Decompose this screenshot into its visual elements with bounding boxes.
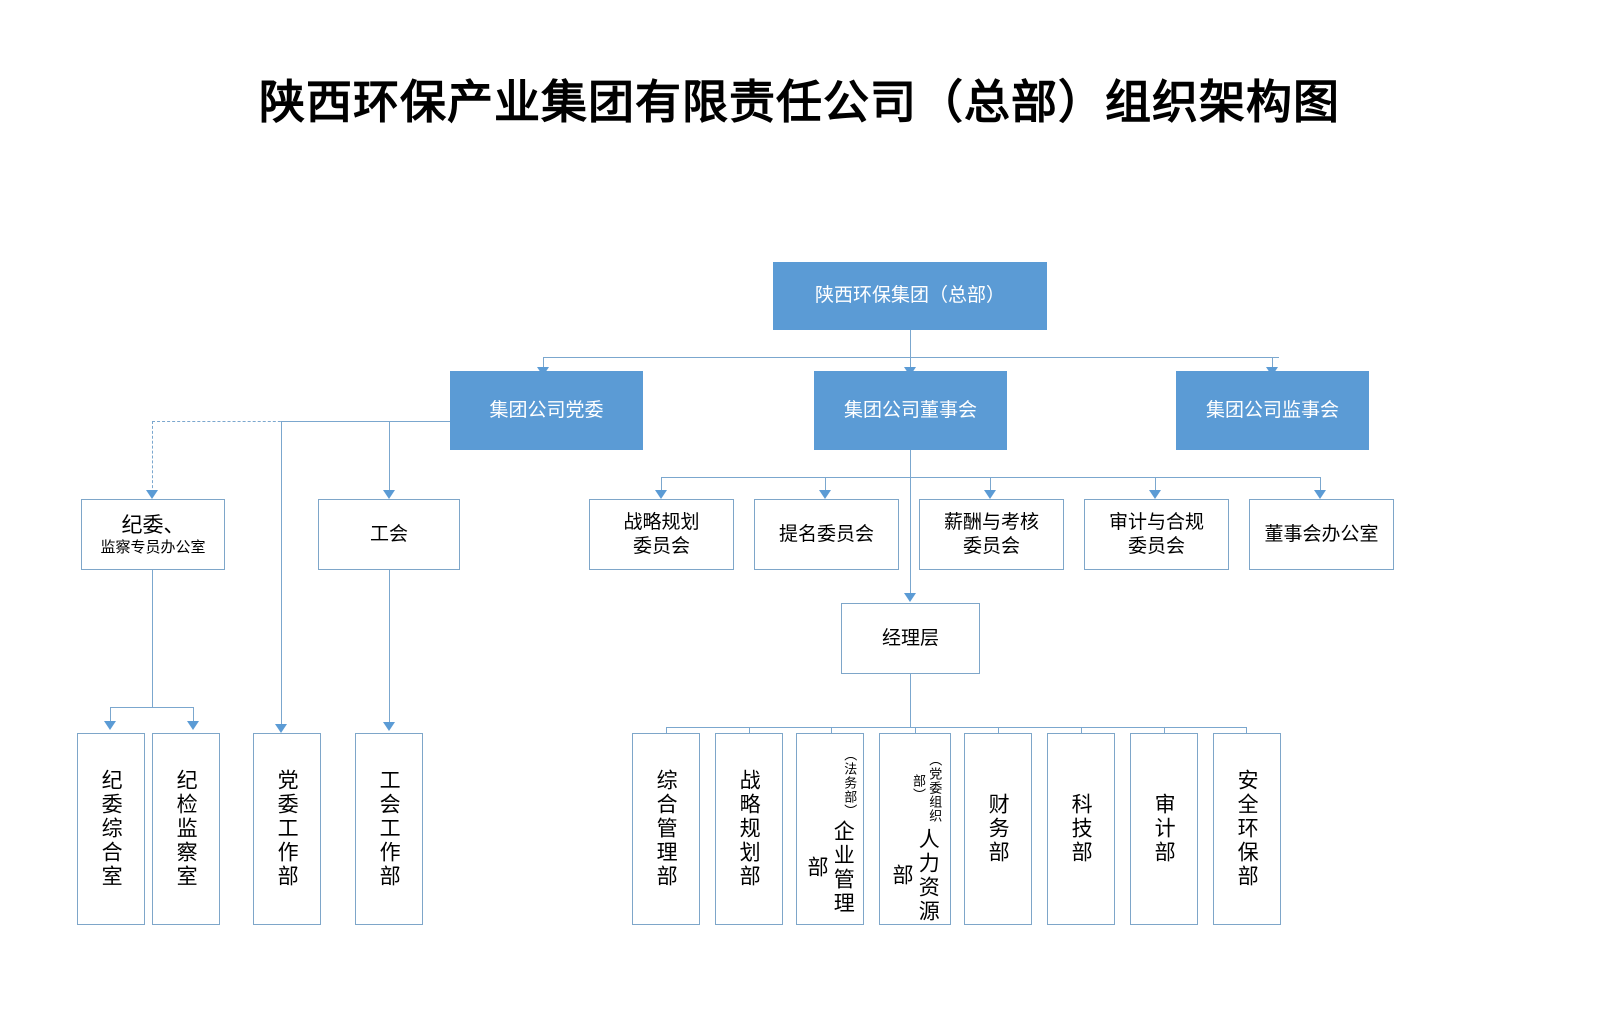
dept-5-main: 财务部 bbox=[986, 793, 1011, 865]
node-discipline-commission[interactable]: 纪委、 监察专员办公室 bbox=[81, 499, 225, 570]
node-technology-dept[interactable]: 科技部 bbox=[1047, 733, 1115, 925]
party-dept-1-main: 纪委综合室 bbox=[99, 769, 124, 889]
node-labor-union-label: 工会 bbox=[369, 522, 408, 545]
connector-discipline-bus bbox=[110, 707, 194, 709]
dept-4-main: 人力资源部 bbox=[890, 827, 941, 924]
dept-1-main: 综合管理部 bbox=[654, 769, 679, 889]
committee-1-line2: 委员会 bbox=[632, 534, 690, 557]
arrow-to-discipline-inspection-office bbox=[187, 721, 199, 730]
dept-3-main: 企业管理部 bbox=[805, 820, 856, 917]
committee-4-line2: 委员会 bbox=[1127, 534, 1185, 557]
connector-management-stem bbox=[910, 674, 912, 727]
node-party-committee-work-dept[interactable]: 党委工作部 bbox=[253, 733, 321, 925]
arrow-to-board-office bbox=[1314, 490, 1326, 499]
node-management-label: 经理层 bbox=[881, 626, 939, 649]
committee-3-line2: 委员会 bbox=[962, 534, 1020, 557]
arrow-to-nomination-committee bbox=[819, 490, 831, 499]
dept-8-main: 安全环保部 bbox=[1235, 769, 1260, 889]
committee-5-line1: 董事会办公室 bbox=[1264, 522, 1379, 545]
connector-labor-union-stem bbox=[389, 570, 391, 725]
connector-to-committee-3 bbox=[990, 477, 992, 493]
dept-6-main: 科技部 bbox=[1069, 793, 1094, 865]
node-management-layer[interactable]: 经理层 bbox=[841, 603, 980, 674]
page-title: 陕西环保产业集团有限责任公司（总部）组织架构图 bbox=[259, 75, 1340, 129]
connector-to-committee-1 bbox=[661, 477, 663, 493]
arrow-to-strategy-planning-committee bbox=[655, 490, 667, 499]
connector-to-board bbox=[910, 357, 912, 371]
connector-to-party bbox=[543, 357, 545, 371]
arrow-to-audit-compliance-committee bbox=[1149, 490, 1161, 499]
arrow-to-management bbox=[904, 593, 916, 602]
node-enterprise-management-dept[interactable]: 企业管理部 （法务部） bbox=[796, 733, 864, 925]
connector-discipline-dashed-h bbox=[152, 421, 452, 422]
connector-department-bus bbox=[666, 727, 1246, 729]
committee-2-line1: 提名委员会 bbox=[778, 522, 874, 545]
committee-1-line1: 战略规划 bbox=[623, 510, 700, 533]
arrow-to-compensation-assessment-committee bbox=[984, 490, 996, 499]
node-finance-dept[interactable]: 财务部 bbox=[964, 733, 1032, 925]
node-discipline-general-office[interactable]: 纪委综合室 bbox=[77, 733, 145, 925]
connector-discipline-dashed-v bbox=[152, 421, 153, 493]
node-labor-union-work-dept[interactable]: 工会工作部 bbox=[355, 733, 423, 925]
node-board-office[interactable]: 董事会办公室 bbox=[1249, 499, 1394, 570]
node-general-management-dept[interactable]: 综合管理部 bbox=[632, 733, 700, 925]
party-dept-3-main: 党委工作部 bbox=[275, 769, 300, 889]
node-nomination-committee[interactable]: 提名委员会 bbox=[754, 499, 899, 570]
committee-3-line1: 薪酬与考核 bbox=[943, 510, 1039, 533]
dept-7-main: 审计部 bbox=[1152, 793, 1177, 865]
connector-to-labor-union bbox=[389, 421, 391, 493]
connector-to-disc-inspection bbox=[193, 707, 195, 724]
node-strategy-planning-dept[interactable]: 战略规划部 bbox=[715, 733, 783, 925]
arrow-to-labor-union-work-dept bbox=[383, 722, 395, 731]
dept-4-sub: （党委组织部） bbox=[910, 752, 942, 823]
node-party-committee-label: 集团公司党委 bbox=[489, 398, 604, 421]
node-audit-compliance-committee[interactable]: 审计与合规 委员会 bbox=[1084, 499, 1229, 570]
dept-3-sub: （法务部） bbox=[841, 748, 857, 818]
connector-to-committee-2 bbox=[825, 477, 827, 493]
arrow-to-discipline-general-office bbox=[104, 721, 116, 730]
connector-board-stem bbox=[910, 450, 912, 596]
node-audit-dept[interactable]: 审计部 bbox=[1130, 733, 1198, 925]
connector-to-committee-4 bbox=[1155, 477, 1157, 493]
node-root[interactable]: 陕西环保集团（总部） bbox=[773, 262, 1047, 330]
arrow-to-discipline bbox=[146, 490, 158, 499]
arrow-to-party-committee-work-dept bbox=[275, 724, 287, 733]
node-discipline-line1: 纪委、 bbox=[121, 513, 185, 537]
connector-to-disc-general bbox=[110, 707, 112, 724]
node-root-label: 陕西环保集团（总部） bbox=[814, 284, 1005, 307]
connector-to-committee-5 bbox=[1320, 477, 1322, 493]
committee-4-line1: 审计与合规 bbox=[1108, 510, 1204, 533]
node-party-committee[interactable]: 集团公司党委 bbox=[450, 371, 643, 450]
connector-discipline-stem bbox=[152, 570, 154, 708]
arrow-to-labor-union bbox=[383, 490, 395, 499]
node-labor-union[interactable]: 工会 bbox=[318, 499, 460, 570]
node-board-of-supervisors[interactable]: 集团公司监事会 bbox=[1176, 371, 1369, 450]
node-discipline-line2: 监察专员办公室 bbox=[100, 538, 206, 557]
node-strategy-planning-committee[interactable]: 战略规划 委员会 bbox=[589, 499, 734, 570]
connector-party-work-dept-v bbox=[281, 421, 283, 727]
node-board-of-directors[interactable]: 集团公司董事会 bbox=[814, 371, 1007, 450]
node-board-of-directors-label: 集团公司董事会 bbox=[843, 398, 977, 421]
node-board-of-supervisors-label: 集团公司监事会 bbox=[1205, 398, 1339, 421]
node-human-resources-dept[interactable]: 人力资源部 （党委组织部） bbox=[879, 733, 951, 925]
party-dept-2-main: 纪检监察室 bbox=[174, 769, 199, 889]
node-discipline-inspection-office[interactable]: 纪检监察室 bbox=[152, 733, 220, 925]
dept-2-main: 战略规划部 bbox=[737, 769, 762, 889]
party-dept-4-main: 工会工作部 bbox=[377, 769, 402, 889]
node-safety-environment-dept[interactable]: 安全环保部 bbox=[1213, 733, 1281, 925]
connector-root-stem bbox=[910, 330, 912, 358]
connector-to-supervisors bbox=[1272, 357, 1274, 371]
node-compensation-assessment-committee[interactable]: 薪酬与考核 委员会 bbox=[919, 499, 1064, 570]
